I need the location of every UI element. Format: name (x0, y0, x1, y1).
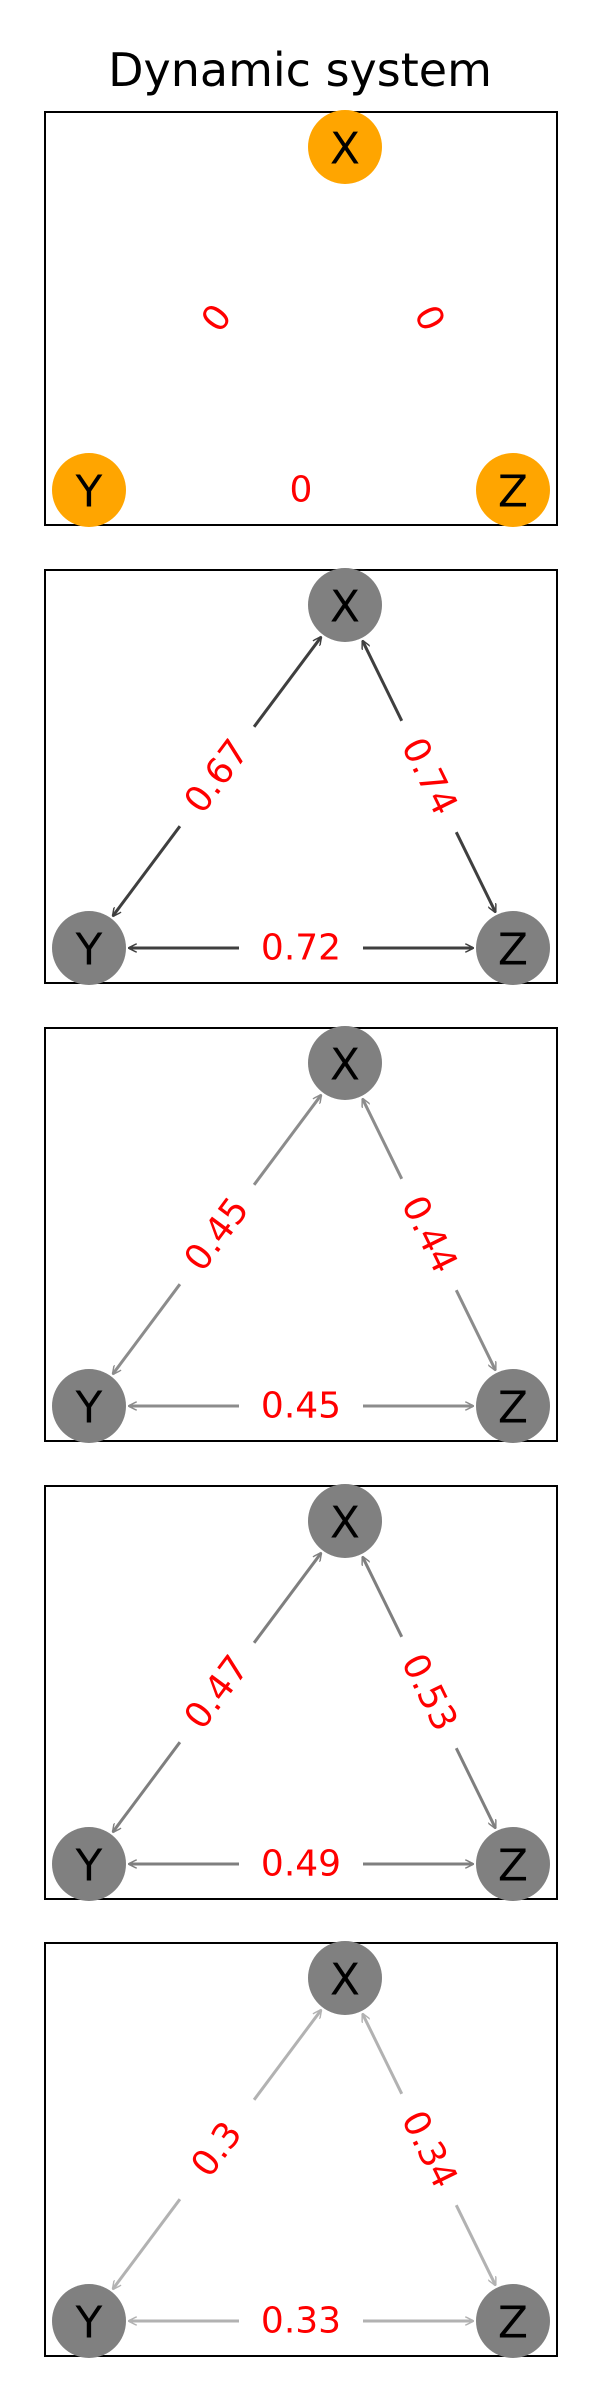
edge-xz-arrow-to-x (361, 2014, 404, 2095)
edge-weight-yz: 0.72 (261, 928, 341, 969)
edge-xy-arrow-to-x (252, 2010, 321, 2101)
panel-frame (44, 1027, 558, 1442)
node-label-z: Z (498, 925, 528, 976)
edge-weight-yz: 0.45 (261, 1386, 341, 1427)
node-z (476, 1827, 550, 1901)
edge-xz-arrow-to-z (454, 1747, 497, 1828)
edge-xy-arrow-to-y (113, 825, 182, 916)
node-x (308, 568, 382, 642)
node-label-y: Y (75, 2298, 103, 2349)
node-label-x: X (330, 1498, 360, 1549)
edge-xy-arrow-to-x (252, 637, 321, 728)
node-label-z: Z (498, 467, 528, 518)
edge-xy-arrow-to-y (113, 1741, 182, 1832)
node-label-y: Y (75, 1383, 103, 1434)
edge-weight-yz: 0 (290, 470, 313, 511)
edge-xy-arrow-to-y (113, 2198, 182, 2289)
edge-weight-yz: 0.49 (261, 1844, 341, 1885)
edge-xy-arrow-to-x (252, 1553, 321, 1644)
node-y (52, 911, 126, 985)
node-label-y: Y (75, 1841, 103, 1892)
edge-xz-arrow-to-z (454, 1289, 497, 1370)
edge-xz-arrow-to-x (361, 1557, 404, 1638)
edge-xz-arrow-to-x (361, 1099, 404, 1180)
node-label-z: Z (498, 1841, 528, 1892)
node-y (52, 2284, 126, 2358)
node-z (476, 453, 550, 527)
node-x (308, 1026, 382, 1100)
node-label-z: Z (498, 1383, 528, 1434)
node-label-x: X (330, 582, 360, 633)
figure-title: Dynamic system (108, 43, 492, 97)
node-y (52, 1369, 126, 1443)
panel-frame (44, 111, 558, 526)
edge-weight-yz: 0.33 (261, 2301, 341, 2342)
node-label-z: Z (498, 2298, 528, 2349)
node-label-y: Y (75, 925, 103, 976)
panel-frame (44, 1485, 558, 1900)
edge-xz-arrow-to-z (454, 2204, 497, 2285)
node-label-y: Y (75, 467, 103, 518)
node-z (476, 1369, 550, 1443)
node-x (308, 1941, 382, 2015)
node-z (476, 911, 550, 985)
node-label-x: X (330, 1040, 360, 1091)
node-x (308, 1484, 382, 1558)
edge-xy-arrow-to-y (113, 1283, 182, 1374)
node-x (308, 110, 382, 184)
node-y (52, 453, 126, 527)
panel-frame (44, 569, 558, 984)
edge-xz-arrow-to-z (454, 831, 497, 912)
node-label-x: X (330, 124, 360, 175)
node-y (52, 1827, 126, 1901)
node-z (476, 2284, 550, 2358)
edge-xz-arrow-to-x (361, 641, 404, 722)
panel-frame (44, 1942, 558, 2357)
edge-xy-arrow-to-x (252, 1095, 321, 1186)
node-label-x: X (330, 1955, 360, 2006)
